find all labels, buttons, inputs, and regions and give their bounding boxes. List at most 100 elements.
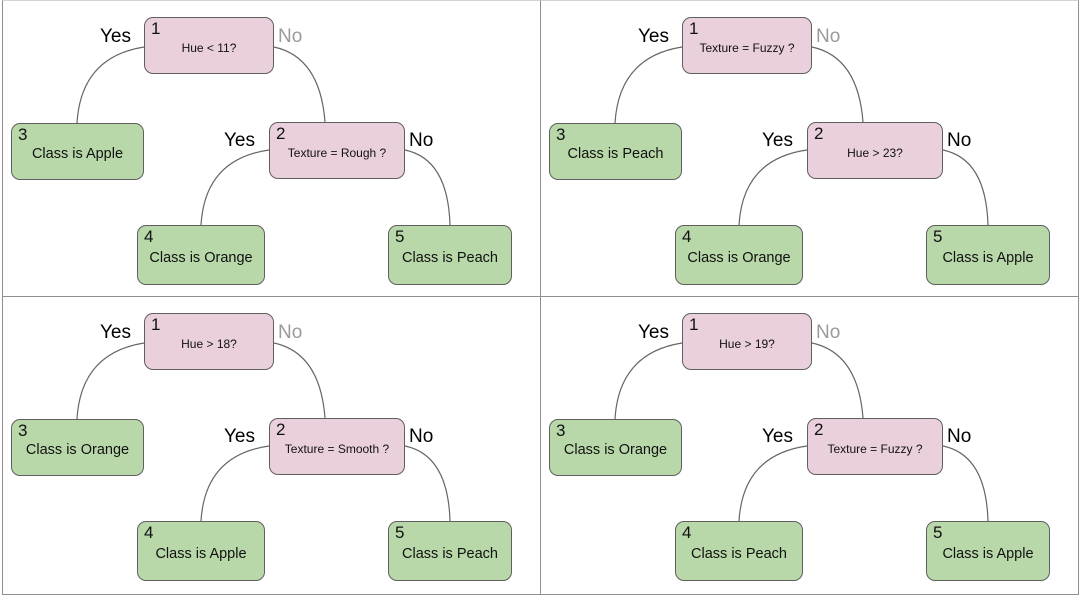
tree-panel-bottom-right: Yes No Yes No 1 Hue > 19? 2 Texture = Fu… <box>540 296 1079 595</box>
edge-label-yes-2: Yes <box>762 426 793 447</box>
node-label: Hue > 18? <box>181 337 237 352</box>
edge-label-yes-2: Yes <box>762 130 793 151</box>
node-number: 4 <box>144 227 154 246</box>
node-number: 2 <box>276 124 286 143</box>
leaf-node-4[interactable]: 4 Class is Apple <box>137 521 265 581</box>
edge-yes-1-3 <box>614 342 683 420</box>
edge-yes-1-3 <box>76 342 145 420</box>
tree-panel-bottom-left: Yes No Yes No 1 Hue > 18? 2 Texture = Sm… <box>2 296 541 595</box>
node-number: 2 <box>814 420 824 439</box>
edge-no-2-5 <box>404 445 451 522</box>
edge-yes-1-3 <box>76 46 145 124</box>
tree-panel-top-right: Yes No Yes No 1 Texture = Fuzzy ? 2 Hue … <box>540 0 1079 297</box>
edge-yes-2-4 <box>200 445 270 522</box>
decision-node-1[interactable]: 1 Hue < 11? <box>144 17 274 74</box>
decision-node-2[interactable]: 2 Texture = Rough ? <box>269 122 405 179</box>
edge-yes-2-4 <box>738 445 808 522</box>
node-number: 1 <box>689 315 699 334</box>
leaf-node-3[interactable]: 3 Class is Orange <box>11 419 144 476</box>
edge-no-2-5 <box>942 445 989 522</box>
edge-no-1-2 <box>811 46 864 123</box>
node-label: Texture = Smooth ? <box>284 442 390 457</box>
node-number: 1 <box>151 19 161 38</box>
edge-label-no-1: No <box>816 322 841 343</box>
node-label: Hue < 11? <box>181 41 237 56</box>
node-label: Class is Apple <box>942 249 1034 266</box>
tree-panel-top-left: Yes No Yes No 1 Hue < 11? 2 Texture = Ro… <box>2 0 541 297</box>
tree-edge-lines <box>614 46 989 226</box>
leaf-node-3[interactable]: 3 Class is Apple <box>11 123 144 180</box>
edge-no-1-2 <box>811 342 864 419</box>
node-number: 2 <box>814 124 824 143</box>
edge-label-yes-1: Yes <box>100 26 131 47</box>
edge-label-yes-2: Yes <box>224 426 255 447</box>
leaf-node-5[interactable]: 5 Class is Peach <box>388 521 512 581</box>
edge-no-2-5 <box>404 149 451 226</box>
leaf-node-5[interactable]: 5 Class is Apple <box>926 225 1050 285</box>
edge-yes-2-4 <box>200 149 270 226</box>
edge-label-yes-1: Yes <box>638 26 669 47</box>
node-label: Class is Orange <box>25 442 130 459</box>
decision-node-2[interactable]: 2 Hue > 23? <box>807 122 943 179</box>
edge-label-yes-1: Yes <box>100 322 131 343</box>
decision-node-2[interactable]: 2 Texture = Smooth ? <box>269 418 405 475</box>
node-number: 4 <box>682 227 692 246</box>
edge-no-1-2 <box>273 342 326 419</box>
edge-label-no-1: No <box>278 322 303 343</box>
node-number: 3 <box>18 125 28 144</box>
node-label: Class is Apple <box>155 545 247 562</box>
node-number: 2 <box>276 420 286 439</box>
node-number: 1 <box>151 315 161 334</box>
node-number: 5 <box>395 523 405 542</box>
edge-label-no-2: No <box>409 426 434 447</box>
tree-edge-lines <box>76 342 451 522</box>
edge-no-2-5 <box>942 149 989 226</box>
node-label: Class is Orange <box>563 442 668 459</box>
node-number: 5 <box>395 227 405 246</box>
node-number: 4 <box>682 523 692 542</box>
decision-node-1[interactable]: 1 Hue > 18? <box>144 313 274 370</box>
edge-label-no-1: No <box>816 26 841 47</box>
edge-label-no-2: No <box>947 426 972 447</box>
node-number: 4 <box>144 523 154 542</box>
edge-label-yes-1: Yes <box>638 322 669 343</box>
edge-label-yes-2: Yes <box>224 130 255 151</box>
node-label: Class is Orange <box>687 249 791 266</box>
leaf-node-3[interactable]: 3 Class is Orange <box>549 419 682 476</box>
leaf-node-4[interactable]: 4 Class is Orange <box>137 225 265 285</box>
node-number: 3 <box>556 421 566 440</box>
leaf-node-4[interactable]: 4 Class is Orange <box>675 225 803 285</box>
leaf-node-3[interactable]: 3 Class is Peach <box>549 123 682 180</box>
tree-edge-lines <box>614 342 989 522</box>
node-label: Class is Apple <box>31 146 124 163</box>
node-number: 5 <box>933 523 943 542</box>
node-label: Texture = Rough ? <box>287 146 387 161</box>
node-number: 5 <box>933 227 943 246</box>
leaf-node-5[interactable]: 5 Class is Apple <box>926 521 1050 581</box>
tree-edge-lines <box>76 46 451 226</box>
node-number: 1 <box>689 19 699 38</box>
edge-yes-2-4 <box>738 149 808 226</box>
edge-label-no-1: No <box>278 26 303 47</box>
node-label: Texture = Fuzzy ? <box>827 442 923 457</box>
node-label: Class is Peach <box>567 146 664 163</box>
edge-label-no-2: No <box>409 130 434 151</box>
decision-node-1[interactable]: 1 Texture = Fuzzy ? <box>682 17 812 74</box>
node-number: 3 <box>556 125 566 144</box>
decision-node-1[interactable]: 1 Hue > 19? <box>682 313 812 370</box>
edge-yes-1-3 <box>614 46 683 124</box>
node-label: Class is Peach <box>402 249 498 266</box>
edge-no-1-2 <box>273 46 326 123</box>
node-label: Hue > 19? <box>719 337 775 352</box>
decision-node-2[interactable]: 2 Texture = Fuzzy ? <box>807 418 943 475</box>
node-label: Class is Peach <box>691 545 787 562</box>
node-label: Class is Apple <box>942 545 1034 562</box>
leaf-node-5[interactable]: 5 Class is Peach <box>388 225 512 285</box>
node-number: 3 <box>18 421 28 440</box>
node-label: Hue > 23? <box>847 146 903 161</box>
node-label: Texture = Fuzzy ? <box>699 41 795 56</box>
node-label: Class is Orange <box>149 249 253 266</box>
node-label: Class is Peach <box>402 545 498 562</box>
leaf-node-4[interactable]: 4 Class is Peach <box>675 521 803 581</box>
